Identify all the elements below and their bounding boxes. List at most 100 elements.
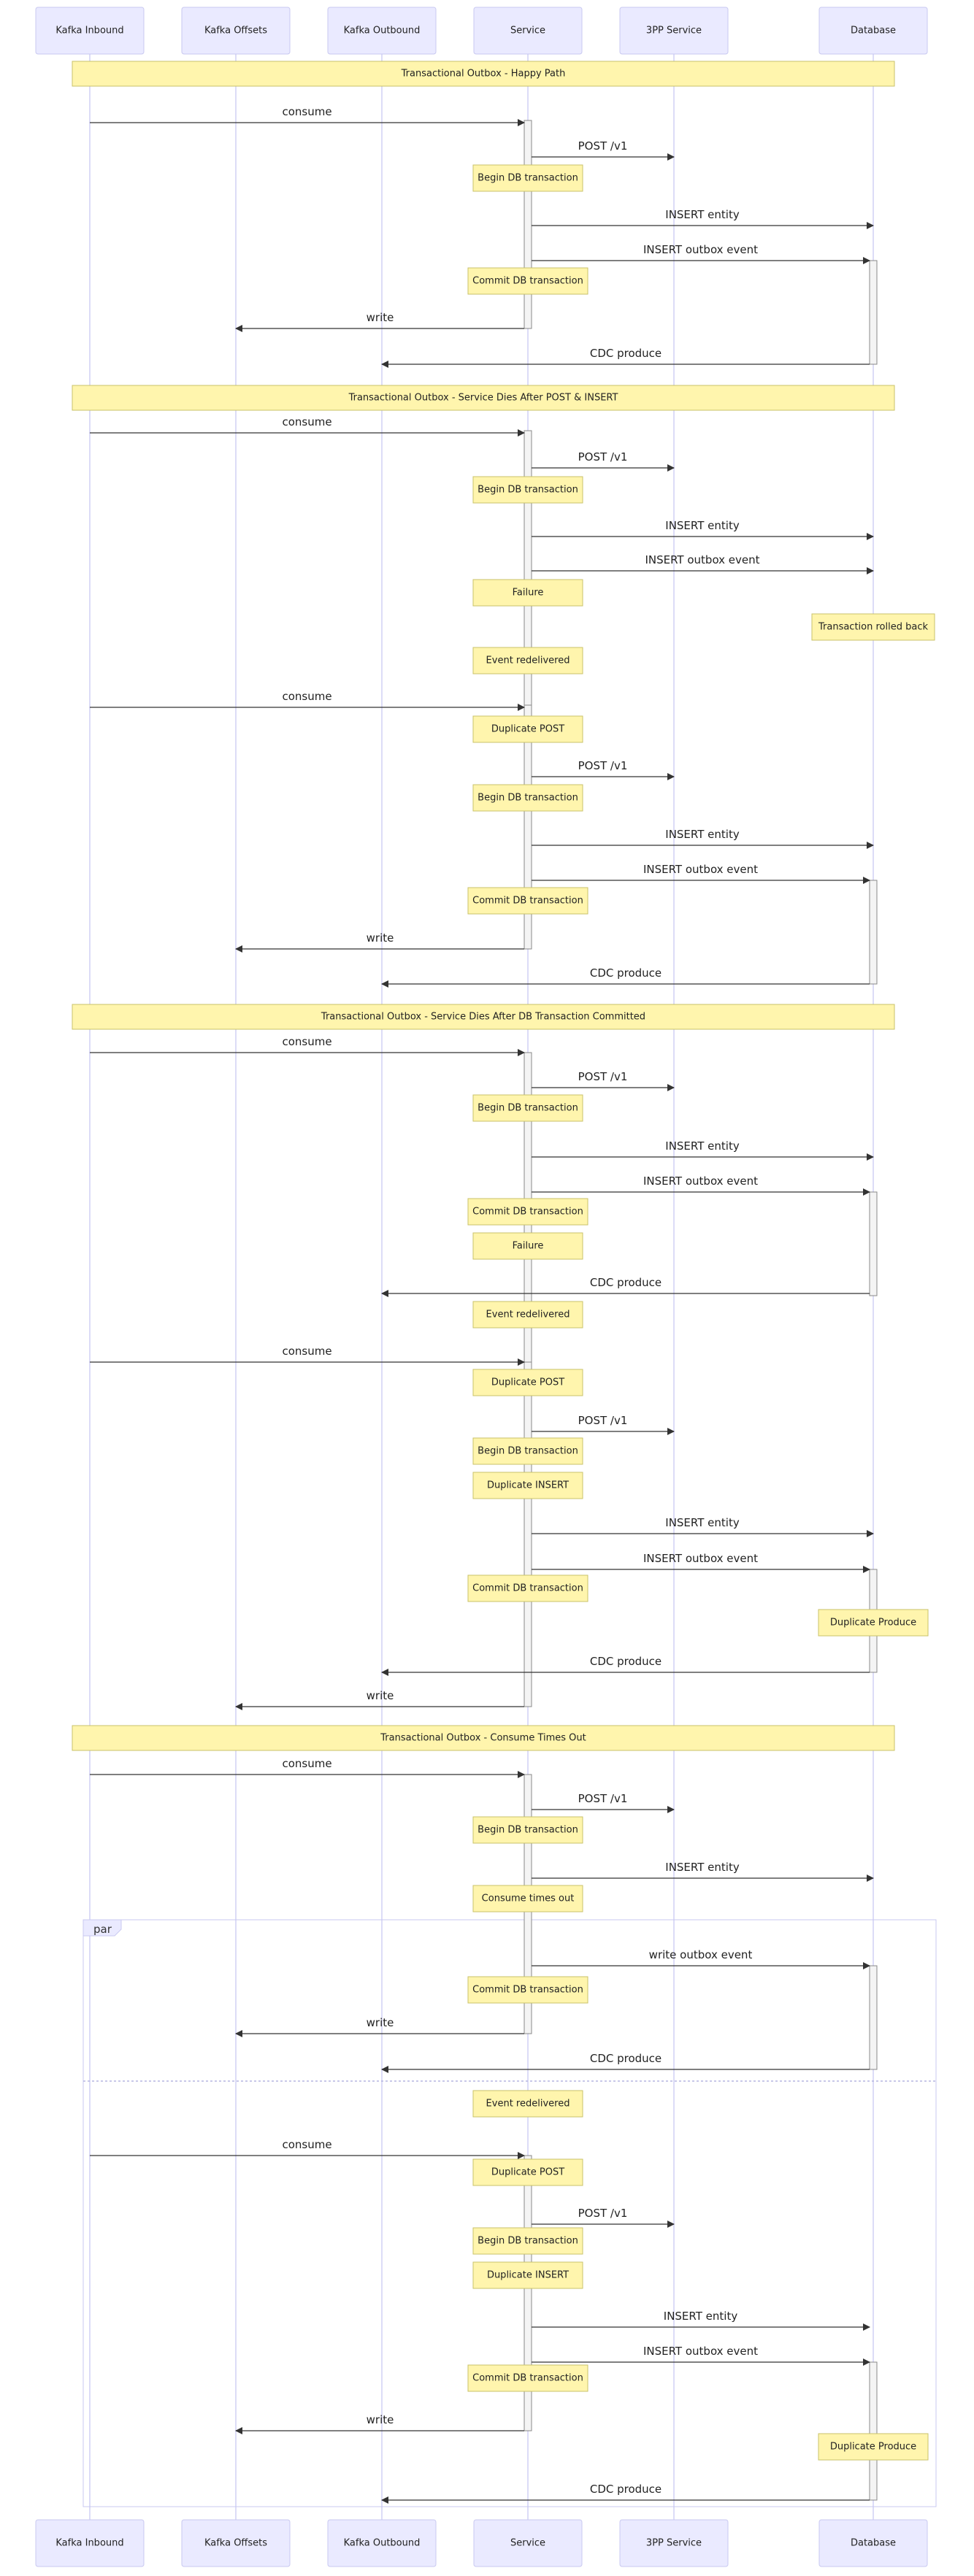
- message-label: CDC produce: [590, 2052, 662, 2065]
- note-text: Duplicate POST: [491, 2167, 564, 2178]
- actor-top-4: [619, 7, 729, 55]
- message-label: CDC produce: [590, 1655, 662, 1668]
- note: [467, 267, 588, 295]
- message-label: CDC produce: [590, 2483, 662, 2496]
- message-label: CDC produce: [590, 347, 662, 360]
- note: [472, 715, 583, 743]
- message-label: INSERT entity: [665, 1861, 740, 1874]
- note-text: Duplicate POST: [491, 1377, 564, 1388]
- message-label: INSERT outbox event: [643, 1174, 758, 1188]
- note: [472, 1472, 583, 1499]
- activation-bar: [869, 1965, 878, 2070]
- note-text: Begin DB transaction: [478, 1103, 578, 1114]
- actor-label: 3PP Service: [646, 2538, 702, 2549]
- note-text: Transaction rolled back: [818, 622, 928, 633]
- note: [472, 1437, 583, 1465]
- actor-label: Kafka Outbound: [344, 2538, 421, 2549]
- section-title: Transactional Outbox - Service Dies Afte…: [348, 393, 618, 404]
- message-label: INSERT entity: [665, 1139, 740, 1153]
- actor-label: Kafka Offsets: [204, 26, 267, 36]
- message-label: INSERT entity: [665, 1516, 740, 1529]
- actor-label: Service: [510, 2538, 545, 2549]
- actor-label: Kafka Inbound: [55, 2538, 123, 2549]
- note-text: Event redelivered: [486, 1310, 570, 1320]
- section-banner: [72, 385, 895, 411]
- note: [472, 2261, 583, 2289]
- message-label: write: [367, 311, 394, 324]
- note-text: Event redelivered: [486, 655, 570, 666]
- actor-bottom-0: [35, 2519, 145, 2567]
- message-label: INSERT entity: [665, 828, 740, 841]
- activation-bar: [524, 704, 532, 950]
- par-frame: [83, 1919, 937, 2507]
- actor-label: Database: [851, 2538, 896, 2549]
- activation-bar: [524, 1361, 532, 1707]
- note: [467, 2364, 588, 2392]
- note-text: Failure: [513, 1241, 544, 1252]
- message-label: write: [367, 2413, 394, 2426]
- note: [472, 1094, 583, 1122]
- message-label: POST /v1: [578, 1070, 628, 1083]
- actor-label: Kafka Outbound: [344, 26, 421, 36]
- activation-bar: [869, 260, 878, 365]
- activation-bar: [869, 2361, 878, 2501]
- section-title: Transactional Outbox - Happy Path: [401, 69, 566, 80]
- note: [467, 1575, 588, 1602]
- message-label: CDC produce: [590, 966, 662, 980]
- message-label: write: [367, 2016, 394, 2029]
- note-text: Event redelivered: [486, 2099, 570, 2110]
- note-text: Duplicate Produce: [830, 2442, 916, 2453]
- note: [472, 579, 583, 607]
- message-label: write: [367, 1689, 394, 1702]
- note-text: Begin DB transaction: [478, 793, 578, 804]
- actor-bottom-5: [818, 2519, 928, 2567]
- note-text: Commit DB transaction: [472, 1207, 583, 1218]
- activation-bar: [869, 1191, 878, 1296]
- activation-bar: [524, 2155, 532, 2431]
- note: [811, 613, 935, 641]
- note: [818, 2433, 929, 2461]
- message-label: consume: [282, 1345, 331, 1358]
- section-title: Transactional Outbox - Service Dies Afte…: [321, 1012, 645, 1023]
- message-label: write: [367, 931, 394, 945]
- note-text: Commit DB transaction: [472, 276, 583, 287]
- message-label: INSERT entity: [665, 519, 740, 532]
- note-text: Commit DB transaction: [472, 896, 583, 907]
- note: [472, 1232, 583, 1260]
- note: [467, 887, 588, 915]
- actor-label: Database: [851, 26, 896, 36]
- note-text: Duplicate Produce: [830, 1618, 916, 1629]
- actor-top-2: [327, 7, 437, 55]
- actor-label: 3PP Service: [646, 26, 702, 36]
- note: [818, 1609, 929, 1637]
- note-text: Consume times out: [482, 1893, 575, 1904]
- note: [472, 2090, 583, 2118]
- note-text: Begin DB transaction: [478, 173, 578, 184]
- actor-label: Service: [510, 26, 545, 36]
- note: [472, 2158, 583, 2186]
- section-banner: [72, 1725, 895, 1751]
- actor-label: Kafka Offsets: [204, 2538, 267, 2549]
- par-tab: [83, 1919, 122, 1937]
- note: [472, 784, 583, 812]
- note-text: Duplicate INSERT: [487, 1480, 569, 1491]
- note-text: Duplicate POST: [491, 724, 564, 735]
- note: [472, 1816, 583, 1844]
- message-label: INSERT outbox event: [643, 863, 758, 876]
- note-text: Begin DB transaction: [478, 1825, 578, 1836]
- note: [472, 1369, 583, 1396]
- message-label: INSERT outbox event: [643, 1552, 758, 1565]
- note: [472, 647, 583, 674]
- message-label: INSERT entity: [665, 208, 740, 221]
- actor-bottom-1: [181, 2519, 291, 2567]
- message-label: POST /v1: [578, 1792, 628, 1805]
- message-label: consume: [282, 1757, 331, 1770]
- note: [472, 476, 583, 504]
- note-text: Failure: [513, 588, 544, 599]
- note-text: Begin DB transaction: [478, 1446, 578, 1457]
- section-banner: [72, 1004, 895, 1030]
- message-label: CDC produce: [590, 1276, 662, 1289]
- note: [467, 1198, 588, 1226]
- message-label: consume: [282, 690, 331, 703]
